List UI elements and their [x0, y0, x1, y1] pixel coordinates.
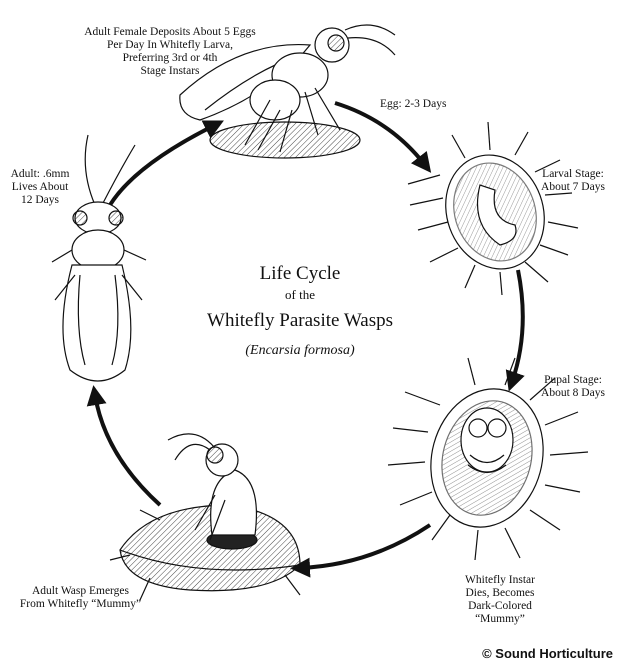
label-line: Lives About: [2, 181, 78, 194]
label-line: Preferring 3rd or 4th: [60, 52, 280, 65]
label-line: Adult Wasp Emerges: [8, 585, 153, 598]
label-emerges: Adult Wasp Emerges From Whitefly “Mummy”: [8, 585, 153, 611]
label-line: Whitefly Instar: [448, 574, 552, 587]
label-line: From Whitefly “Mummy”: [8, 598, 153, 611]
arrow-pupal-to-mummy: [300, 525, 430, 568]
label-line: Per Day In Whitefly Larva,: [60, 39, 280, 52]
species-name: (Encarsia formosa): [170, 343, 430, 359]
label-adult: Adult: .6mm Lives About 12 Days: [2, 168, 78, 207]
label-line: Larval Stage:: [528, 168, 618, 181]
label-line: Adult: .6mm: [2, 168, 78, 181]
label-line: About 8 Days: [528, 387, 618, 400]
emerging-wasp-illustration: [110, 434, 300, 600]
label-mummy: Whitefly Instar Dies, Becomes Dark-Color…: [448, 574, 552, 626]
label-line: Stage Instars: [60, 65, 280, 78]
arrow-emerge-to-adult: [95, 395, 160, 505]
copyright-notice: © Sound Horticulture: [482, 646, 613, 661]
label-line: Pupal Stage:: [528, 374, 618, 387]
label-larval: Larval Stage: About 7 Days: [528, 168, 618, 194]
label-line: “Mummy”: [448, 613, 552, 626]
label-adult-female: Adult Female Deposits About 5 Eggs Per D…: [60, 26, 280, 78]
diagram-title-subject: Whitefly Parasite Wasps: [170, 310, 430, 332]
label-line: About 7 Days: [528, 181, 618, 194]
diagram-title-connector: of the: [170, 287, 430, 303]
label-line: Adult Female Deposits About 5 Eggs: [60, 26, 280, 39]
label-egg: Egg: 2-3 Days: [380, 98, 446, 111]
label-line: Dies, Becomes: [448, 587, 552, 600]
label-line: Dark-Colored: [448, 600, 552, 613]
larva-illustration: [408, 122, 578, 295]
arrow-larval-to-pupal: [512, 270, 523, 382]
label-line: 12 Days: [2, 194, 78, 207]
arrow-adult-to-laying: [110, 125, 215, 205]
label-pupal: Pupal Stage: About 8 Days: [528, 374, 618, 400]
diagram-title: Life Cycle: [170, 263, 430, 285]
